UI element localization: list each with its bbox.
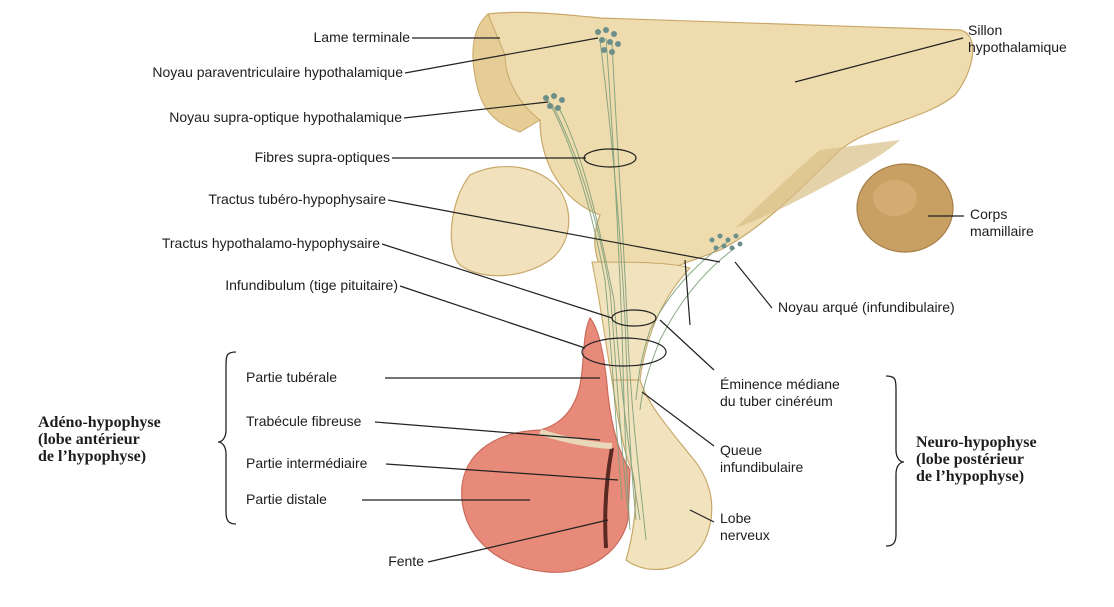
label-corps-line1: Corps bbox=[970, 206, 1007, 223]
label-partie-intermediaire: Partie intermédiaire bbox=[246, 455, 367, 472]
label-noyau-arque: Noyau arqué (infundibulaire) bbox=[778, 299, 955, 316]
label-queue-line1: Queue bbox=[720, 442, 762, 459]
label-queue-line2: infundibulaire bbox=[720, 459, 803, 476]
label-partie-distale: Partie distale bbox=[246, 491, 327, 508]
hypothalamus-wall bbox=[488, 12, 973, 300]
label-tractus-tubero: Tractus tubéro-hypophysaire bbox=[208, 191, 386, 208]
label-partie-tuberale: Partie tubérale bbox=[246, 369, 337, 386]
label-sillon-line1: Sillon bbox=[968, 22, 1002, 39]
label-infundibulum: Infundibulum (tige pituitaire) bbox=[225, 277, 398, 294]
label-eminence-line2: du tuber cinéréum bbox=[720, 393, 833, 410]
label-sillon-line2: hypothalamique bbox=[968, 39, 1067, 56]
group-neuro-hypophyse: Neuro-hypophyse (lobe postérieur de l’hy… bbox=[916, 434, 1037, 485]
label-noyau-paraventriculaire: Noyau paraventriculaire hypothalamique bbox=[152, 64, 403, 81]
label-corps-line2: mamillaire bbox=[970, 223, 1034, 240]
label-trabecule: Trabécule fibreuse bbox=[246, 413, 361, 430]
neuro-brace bbox=[886, 376, 904, 546]
label-eminence-line1: Éminence médiane bbox=[720, 376, 840, 393]
group-adeno-hypophyse: Adéno-hypophyse (lobe antérieur de l’hyp… bbox=[38, 414, 161, 465]
label-noyau-supra-optique: Noyau supra-optique hypothalamique bbox=[169, 109, 402, 126]
label-lobe-line1: Lobe bbox=[720, 510, 751, 527]
adeno-brace bbox=[218, 352, 236, 524]
label-lame-terminale: Lame terminale bbox=[314, 29, 411, 46]
optic-chiasm-shape bbox=[451, 167, 568, 276]
label-tractus-hypothalamo: Tractus hypothalamo-hypophysaire bbox=[162, 235, 380, 252]
label-lobe-line2: nerveux bbox=[720, 527, 770, 544]
label-fibres-supra-optiques: Fibres supra-optiques bbox=[255, 149, 390, 166]
label-fente: Fente bbox=[388, 553, 424, 570]
